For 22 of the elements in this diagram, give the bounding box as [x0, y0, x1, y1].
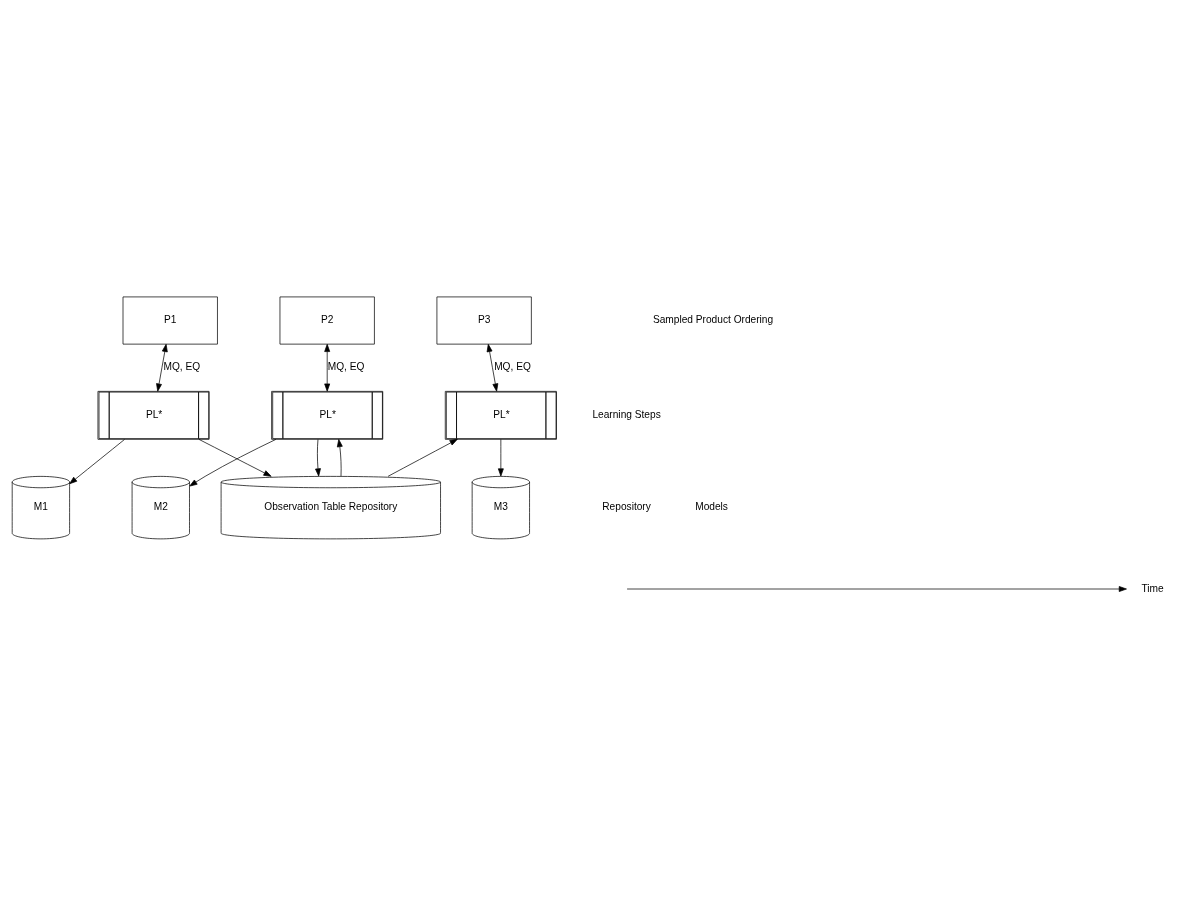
label: Models [695, 501, 728, 513]
arrow [324, 343, 331, 392]
arrow [156, 343, 168, 392]
node-box: P2 [279, 296, 375, 345]
arrow [198, 439, 272, 477]
arrow [626, 586, 1127, 592]
node-box: P1 [122, 296, 218, 345]
label: Learning Steps [592, 409, 661, 421]
edge-label: MQ, EQ [327, 361, 365, 373]
arrow [387, 439, 458, 477]
label: Repository [602, 501, 651, 513]
arrow [315, 439, 321, 477]
edge-label: MQ, EQ [494, 361, 531, 373]
arrow [69, 439, 125, 485]
arrow [189, 439, 277, 487]
node-text: Time [1141, 582, 1164, 594]
node-box: P3 [436, 296, 532, 345]
edge-label: MQ, EQ [163, 361, 201, 373]
arrow [497, 439, 504, 477]
arrow [486, 343, 499, 392]
label: Sampled Product Ordering [652, 314, 774, 326]
arrow [336, 439, 343, 477]
